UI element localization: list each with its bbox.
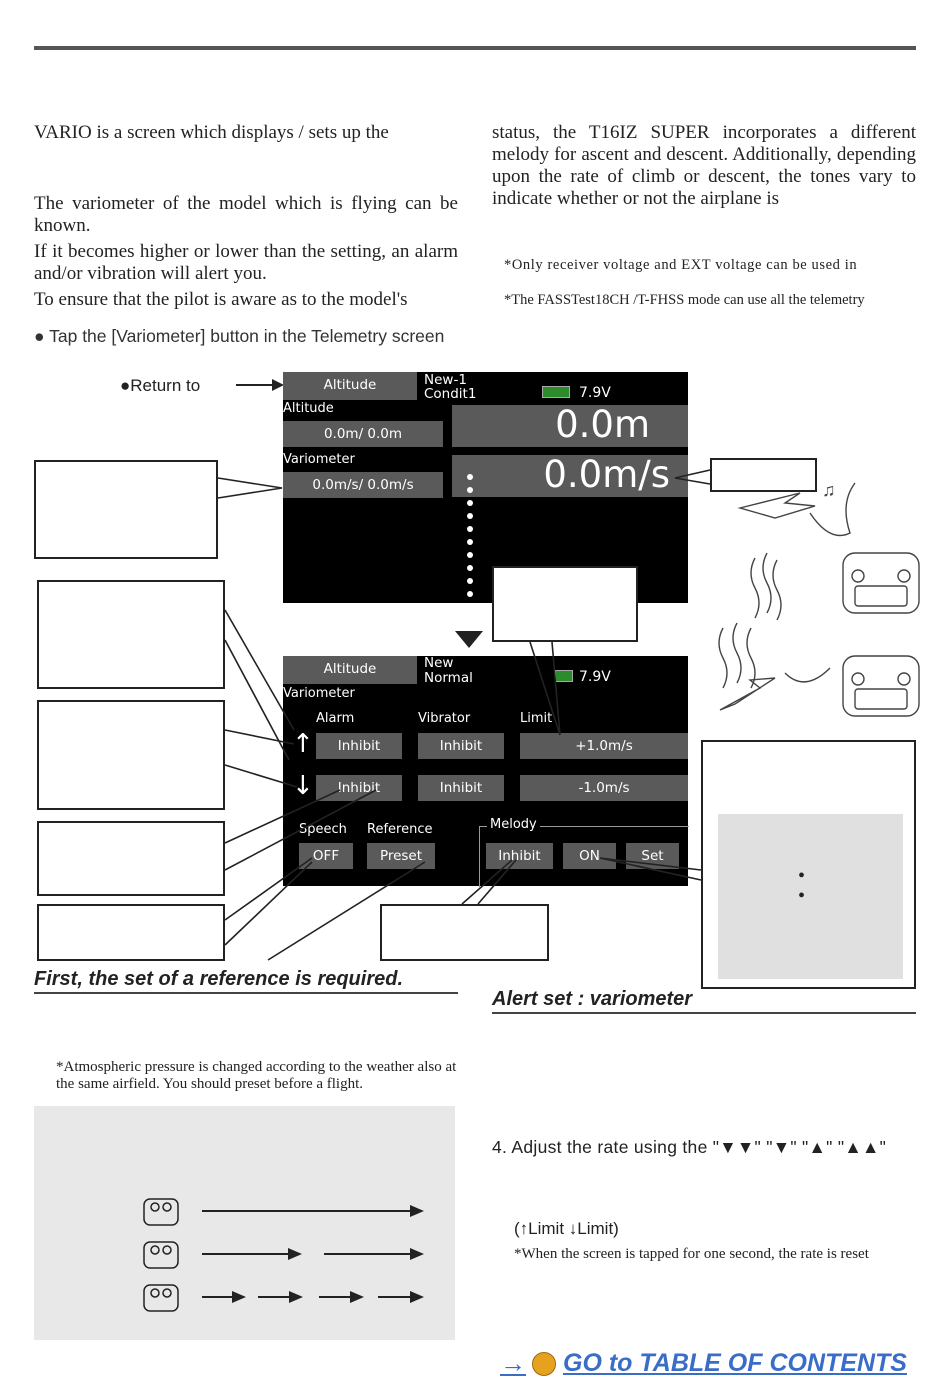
down-limit-button[interactable]: -1.0m/s [520,775,688,801]
intro-paragraph: VARIO is a screen which displays / sets … [34,122,389,143]
vibration-pattern-diagram [143,1198,424,1312]
condition-name: Condit1 [424,386,477,402]
vibration-pattern-panel [34,1106,455,1340]
reset-note: *When the screen is tapped for one secon… [514,1246,869,1262]
telemetry-note: *The FASSTest18CH /T-FHSS mode can use a… [504,292,865,308]
up-vibrator-button[interactable]: Inhibit [418,733,504,759]
reference-label: Reference [367,822,433,837]
alarm-description: If it becomes higher or lower than the s… [34,241,458,284]
altitude-tab-button-2[interactable]: Altitude [283,656,417,684]
melody-label: Melody [487,817,540,832]
variometer-label: Variometer [283,452,355,467]
return-label: ●Return to [120,376,201,395]
callout-box-alarm-down [37,700,225,810]
toc-link-label: GO to TABLE OF CONTENTS [563,1349,907,1377]
big-altitude-value: 0.0m [555,403,650,446]
callout-box-melody: • • [701,740,916,989]
melody-dot: • [798,865,806,887]
reference-preset-button[interactable]: Preset [367,843,435,869]
melody-gray-panel: • • [718,814,903,979]
big-vario-value: 0.0m/s [543,453,670,496]
model-name: New-1 [424,372,467,388]
toc-arrow-icon: → [500,1348,526,1378]
altitude-values-button[interactable]: 0.0m/ 0.0m [283,421,443,447]
callout-box-reference [37,904,225,961]
transmitter-illustration [718,482,920,717]
melody-group [479,826,689,887]
reference-heading: First, the set of a reference is require… [34,968,458,994]
variometer-values-button[interactable]: 0.0m/s/ 0.0m/s [283,472,443,498]
callout-box-vario-value [710,458,817,492]
callout-box-alarm-up [37,580,225,689]
big-altitude-panel: 0.0m [452,403,688,447]
melody-inhibit-button[interactable]: Inhibit [486,843,553,869]
down-alarm-button[interactable]: Inhibit [316,775,402,801]
battery-icon-2 [555,670,573,682]
callout-box-limit [492,566,638,642]
model-name-2: New [424,655,454,671]
melody-dot: • [798,885,806,907]
alarm-column-label: Alarm [316,711,355,726]
variometer-description: The variometer of the model which is fly… [34,193,458,236]
altitude-tab-button[interactable]: Altitude [283,372,417,400]
melody-on-button[interactable]: ON [563,843,616,869]
condition-name-2: Normal [424,670,473,686]
callout-box-speech [37,821,225,896]
variometer-screen-2: Altitude New Normal 7.9V Variometer Alar… [283,655,689,887]
telemetry-screen-1: Altitude New-1 Condit1 7.9V Altitude 0.0… [283,372,688,603]
dot-column [467,474,473,604]
music-note-icon: ♫ [822,480,836,500]
callout-box-variometer [34,460,218,559]
speech-button[interactable]: OFF [299,843,353,869]
melody-description: status, the T16IZ SUPER incorporates a d… [492,122,916,209]
down-triangle-icon [455,631,483,648]
down-arrow-icon: ↓ [292,771,314,801]
limit-column-label: Limit [520,711,553,726]
callout-box-melody-inhibit [380,904,549,961]
toc-link[interactable]: → GO to TABLE OF CONTENTS [500,1348,907,1382]
return-arrow-icon [236,379,284,391]
step4-text: 4. Adjust the rate using the "▼▼" "▼" "▲… [492,1137,887,1157]
limits-text: (↑Limit ↓Limit) [514,1219,619,1238]
receiver-note: *Only receiver voltage and EXT voltage c… [504,257,858,273]
pilot-description: To ensure that the pilot is aware as to … [34,289,408,310]
big-vario-panel[interactable]: 0.0m/s [452,453,688,497]
altitude-label: Altitude [283,401,334,416]
up-alarm-button[interactable]: Inhibit [316,733,402,759]
alert-heading: Alert set : variometer [492,988,916,1014]
battery-voltage-2: 7.9V [579,669,611,685]
battery-icon [542,386,570,398]
up-arrow-icon: ↑ [292,729,314,759]
vibrator-column-label: Vibrator [418,711,471,726]
instruction-text: ● Tap the [Variometer] button in the Tel… [34,326,445,346]
speech-label: Speech [299,822,347,837]
top-rule [34,46,916,50]
atmospheric-note: *Atmospheric pressure is changed accordi… [56,1059,457,1092]
battery-voltage: 7.9V [579,385,611,401]
up-limit-button[interactable]: +1.0m/s [520,733,688,759]
melody-set-button[interactable]: Set [626,843,679,869]
variometer-section-label: Variometer [283,686,355,701]
down-vibrator-button[interactable]: Inhibit [418,775,504,801]
click-icon [532,1351,556,1376]
